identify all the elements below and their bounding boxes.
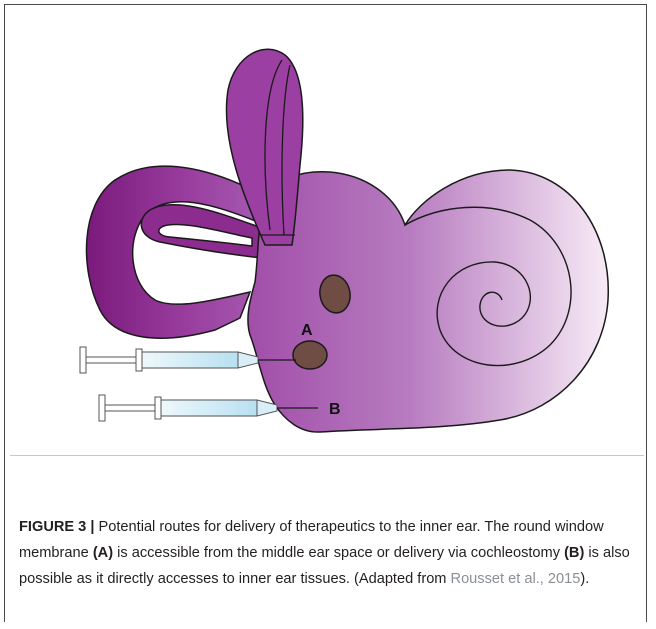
reference-link[interactable]: Rousset et al., 2015: [451, 571, 581, 587]
caption-marker-a: (A): [93, 545, 113, 561]
caption-text-4: ).: [580, 571, 589, 587]
caption-divider: [10, 455, 644, 456]
label-a: A: [301, 322, 313, 339]
vestibule-cochlea-body: [248, 170, 608, 432]
figure-caption: FIGURE 3 | Potential routes for delivery…: [19, 514, 641, 592]
caption-marker-b: (B): [564, 545, 584, 561]
figure-label: FIGURE 3 |: [19, 519, 94, 535]
round-window-membrane: [293, 341, 327, 369]
caption-text-2: is accessible from the middle ear space …: [113, 545, 564, 561]
inner-ear-illustration: A B: [0, 0, 656, 455]
label-b: B: [329, 401, 341, 418]
